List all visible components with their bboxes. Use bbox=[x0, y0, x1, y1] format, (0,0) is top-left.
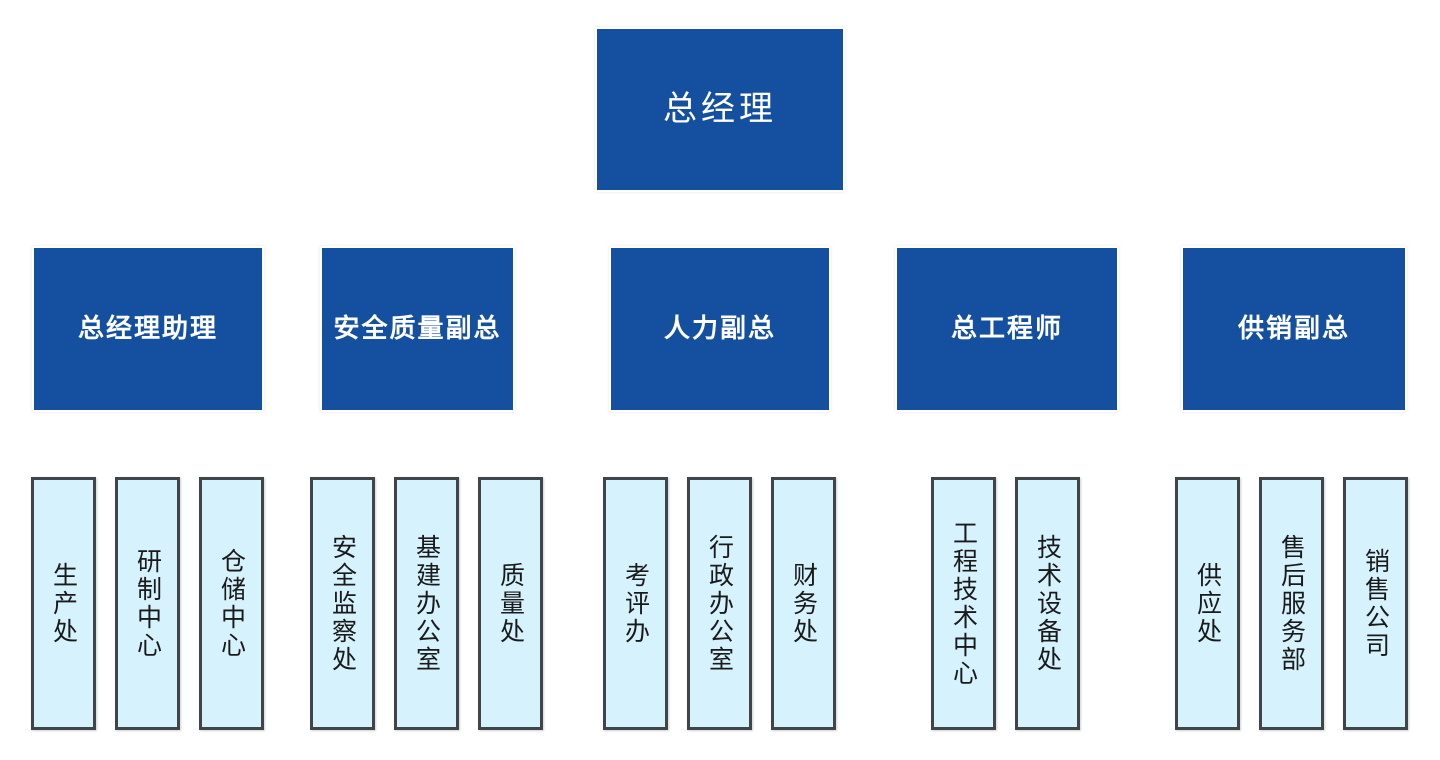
org-node-unit[interactable]: 质量处 bbox=[478, 477, 543, 730]
org-node-label: 总经理 bbox=[663, 90, 777, 129]
org-node-unit[interactable]: 考评办 bbox=[603, 477, 668, 730]
org-node-label: 研制中心 bbox=[133, 547, 162, 660]
org-node-label: 考评办 bbox=[621, 561, 650, 646]
org-node-label: 仓储中心 bbox=[217, 547, 246, 660]
org-node-label: 销售公司 bbox=[1361, 547, 1390, 660]
org-node-executive[interactable]: 总工程师 bbox=[897, 248, 1117, 410]
org-node-executive[interactable]: 总经理助理 bbox=[34, 248, 262, 410]
org-node-unit[interactable]: 行政办公室 bbox=[687, 477, 752, 730]
org-node-label: 行政办公室 bbox=[705, 533, 734, 674]
org-node-label: 总工程师 bbox=[950, 313, 1063, 344]
org-node-unit[interactable]: 销售公司 bbox=[1343, 477, 1408, 730]
org-node-label: 供应处 bbox=[1193, 561, 1222, 646]
org-node-executive[interactable]: 供销副总 bbox=[1183, 248, 1405, 410]
org-node-label: 人力副总 bbox=[663, 313, 776, 344]
org-node-executive[interactable]: 安全质量副总 bbox=[322, 248, 513, 410]
org-node-label: 安全质量副总 bbox=[333, 313, 502, 344]
org-node-label: 财务处 bbox=[789, 561, 818, 646]
org-node-label: 基建办公室 bbox=[412, 533, 441, 674]
org-node-unit[interactable]: 供应处 bbox=[1175, 477, 1240, 730]
org-node-label: 技术设备处 bbox=[1033, 533, 1062, 674]
org-node-executive[interactable]: 人力副总 bbox=[611, 248, 829, 410]
org-node-label: 供销副总 bbox=[1237, 313, 1350, 344]
org-node-unit[interactable]: 售后服务部 bbox=[1259, 477, 1324, 730]
org-node-label: 生产处 bbox=[49, 561, 78, 646]
org-node-unit[interactable]: 技术设备处 bbox=[1015, 477, 1080, 730]
org-node-unit[interactable]: 工程技术中心 bbox=[931, 477, 996, 730]
org-node-label: 售后服务部 bbox=[1277, 533, 1306, 674]
org-node-unit[interactable]: 研制中心 bbox=[115, 477, 180, 730]
org-node-label: 安全监察处 bbox=[328, 533, 357, 674]
org-node-label: 总经理助理 bbox=[77, 313, 218, 344]
org-node-unit[interactable]: 财务处 bbox=[771, 477, 836, 730]
org-node-unit[interactable]: 安全监察处 bbox=[310, 477, 375, 730]
org-node-unit[interactable]: 生产处 bbox=[31, 477, 96, 730]
org-node-unit[interactable]: 基建办公室 bbox=[394, 477, 459, 730]
org-node-root[interactable]: 总经理 bbox=[597, 29, 843, 190]
org-node-label: 工程技术中心 bbox=[949, 519, 978, 688]
org-node-label: 质量处 bbox=[496, 561, 525, 646]
org-node-unit[interactable]: 仓储中心 bbox=[199, 477, 264, 730]
